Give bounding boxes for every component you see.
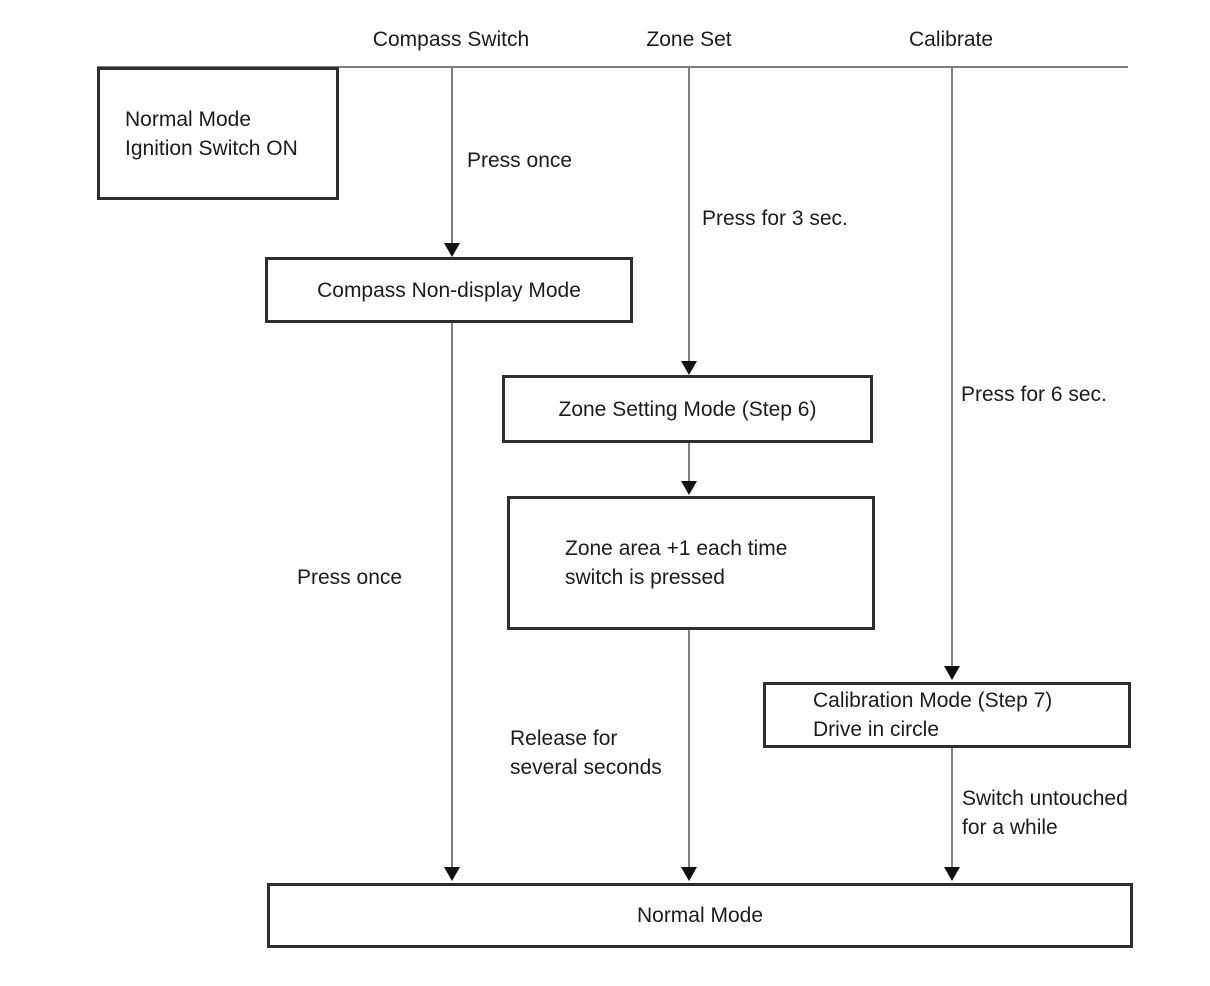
- edge-label-press-once-bottom: Press once: [297, 566, 403, 589]
- arrow-into-calibration: [944, 666, 960, 680]
- node-zone-setting-label: Zone Setting Mode (Step 6): [558, 397, 817, 421]
- node-zone-area-increment: Zone area +1 each time switch is pressed: [507, 496, 875, 630]
- node-normal-mode-start: Normal Mode Ignition Switch ON: [97, 67, 339, 200]
- node-calibration-line2: Drive in circle: [813, 718, 940, 741]
- edge-label-switch-untouched: Switch untouched for a while: [962, 784, 1128, 842]
- edge-label-release: Release for several seconds: [510, 724, 662, 782]
- column-header-compass-switch: Compass Switch: [372, 28, 530, 51]
- node-compass-nondisplay-mode: Compass Non-display Mode: [265, 257, 633, 323]
- edge-label-untouched-line1: Switch untouched: [962, 787, 1128, 810]
- arrow-into-zone-area: [681, 481, 697, 495]
- arrow-calibrate-into-normal: [944, 867, 960, 881]
- arrow-compass-into-normal: [444, 867, 460, 881]
- edge-label-press-3sec: Press for 3 sec.: [702, 207, 848, 230]
- node-normal-mode-start-line1: Normal Mode: [125, 107, 252, 131]
- arrow-into-zone-setting: [681, 361, 697, 375]
- node-normal-mode-end: Normal Mode: [267, 883, 1133, 948]
- edge-label-release-line2: several seconds: [510, 756, 662, 779]
- top-rail-line: [97, 66, 1128, 68]
- node-zone-area-line2: switch is pressed: [565, 566, 725, 589]
- node-zone-area-line1: Zone area +1 each time: [565, 537, 788, 560]
- edge-label-press-6sec: Press for 6 sec.: [961, 383, 1107, 406]
- compass-line-segment-1: [451, 67, 453, 245]
- node-calibration-mode: Calibration Mode (Step 7) Drive in circl…: [763, 682, 1131, 748]
- node-zone-setting-mode: Zone Setting Mode (Step 6): [502, 375, 873, 443]
- column-header-calibrate: Calibrate: [908, 28, 994, 51]
- zone-line-segment-2: [688, 443, 690, 482]
- node-compass-nondisplay-label: Compass Non-display Mode: [317, 278, 581, 302]
- node-calibration-line1: Calibration Mode (Step 7): [813, 689, 1053, 712]
- arrow-zone-into-normal: [681, 867, 697, 881]
- node-normal-mode-start-line2: Ignition Switch ON: [125, 136, 298, 160]
- zone-line-segment-1: [688, 67, 690, 363]
- edge-label-release-line1: Release for: [510, 727, 618, 750]
- compass-line-segment-2: [451, 323, 453, 868]
- edge-label-press-once-top: Press once: [467, 149, 573, 172]
- calibrate-line-segment-2: [951, 748, 953, 868]
- calibrate-line-segment-1: [951, 67, 953, 667]
- zone-line-segment-3: [688, 630, 690, 868]
- arrow-into-compass-nondisplay: [444, 243, 460, 257]
- node-normal-mode-end-label: Normal Mode: [636, 904, 764, 927]
- column-header-zone-set: Zone Set: [646, 28, 732, 51]
- edge-label-untouched-line2: for a while: [962, 816, 1058, 839]
